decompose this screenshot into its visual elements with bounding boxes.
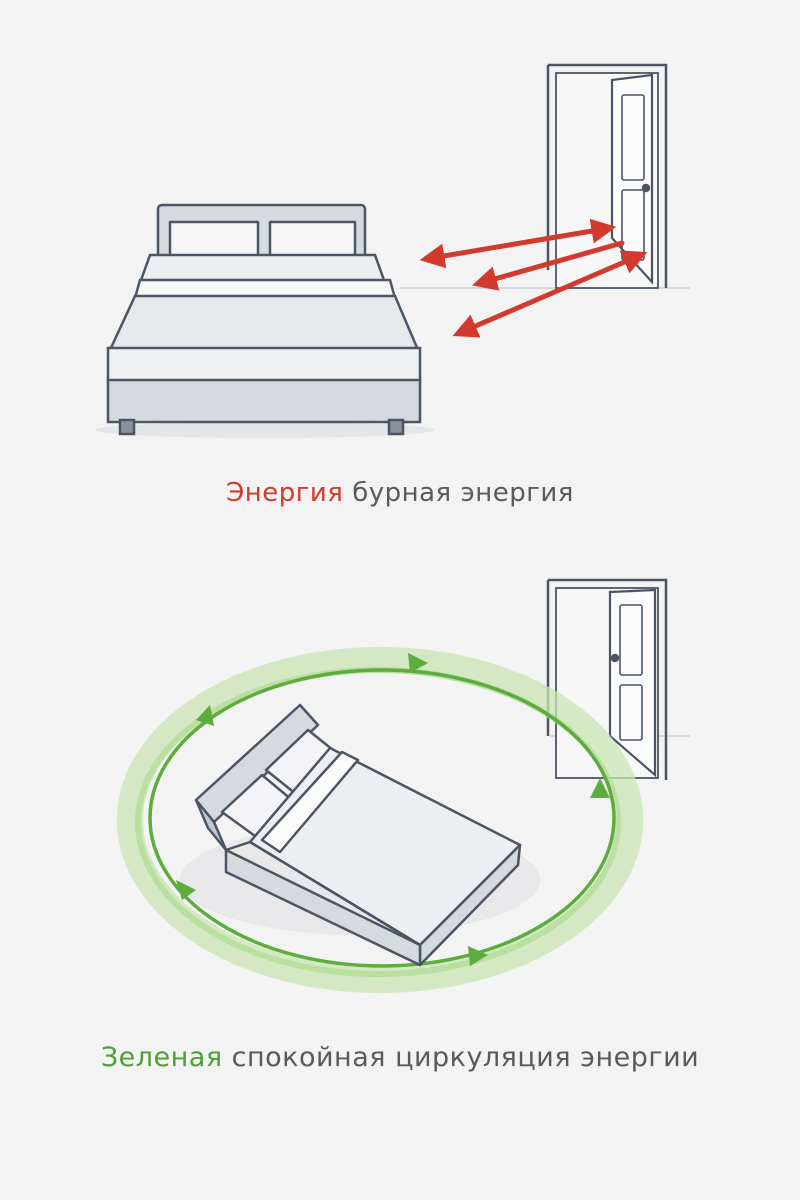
harsh-arrow-3: [452, 250, 648, 338]
open-door-icon: [546, 63, 668, 289]
calm-energy-ring: [117, 647, 643, 993]
harsh-energy-arrows: [419, 218, 648, 338]
harsh-energy-illustration: [95, 63, 690, 438]
bed-angled-icon: [180, 703, 540, 967]
calm-energy-caption: Зеленая спокойная циркуляция энергии: [0, 1042, 800, 1073]
caption-text: спокойная циркуляция энергии: [231, 1042, 700, 1073]
calm-energy-arrows: [176, 653, 610, 966]
caption-keyword: Зеленая: [100, 1042, 223, 1073]
calm-energy-illustration: [117, 578, 690, 993]
calm-arrow-2: [196, 705, 214, 726]
harsh-energy-panel: Энергия бурная энергия: [0, 0, 800, 560]
calm-energy-panel: Зеленая спокойная циркуляция энергии: [0, 560, 800, 1200]
calm-arrow-5: [590, 778, 610, 798]
calm-arrow-4: [468, 946, 488, 966]
calm-arrow-1: [408, 653, 428, 673]
calm-arrow-3: [176, 880, 196, 900]
harsh-energy-caption: Энергия бурная энергия: [0, 478, 800, 508]
bed-front-icon: [95, 203, 435, 438]
caption-text: бурная энергия: [352, 478, 574, 508]
caption-keyword: Энергия: [226, 478, 344, 508]
